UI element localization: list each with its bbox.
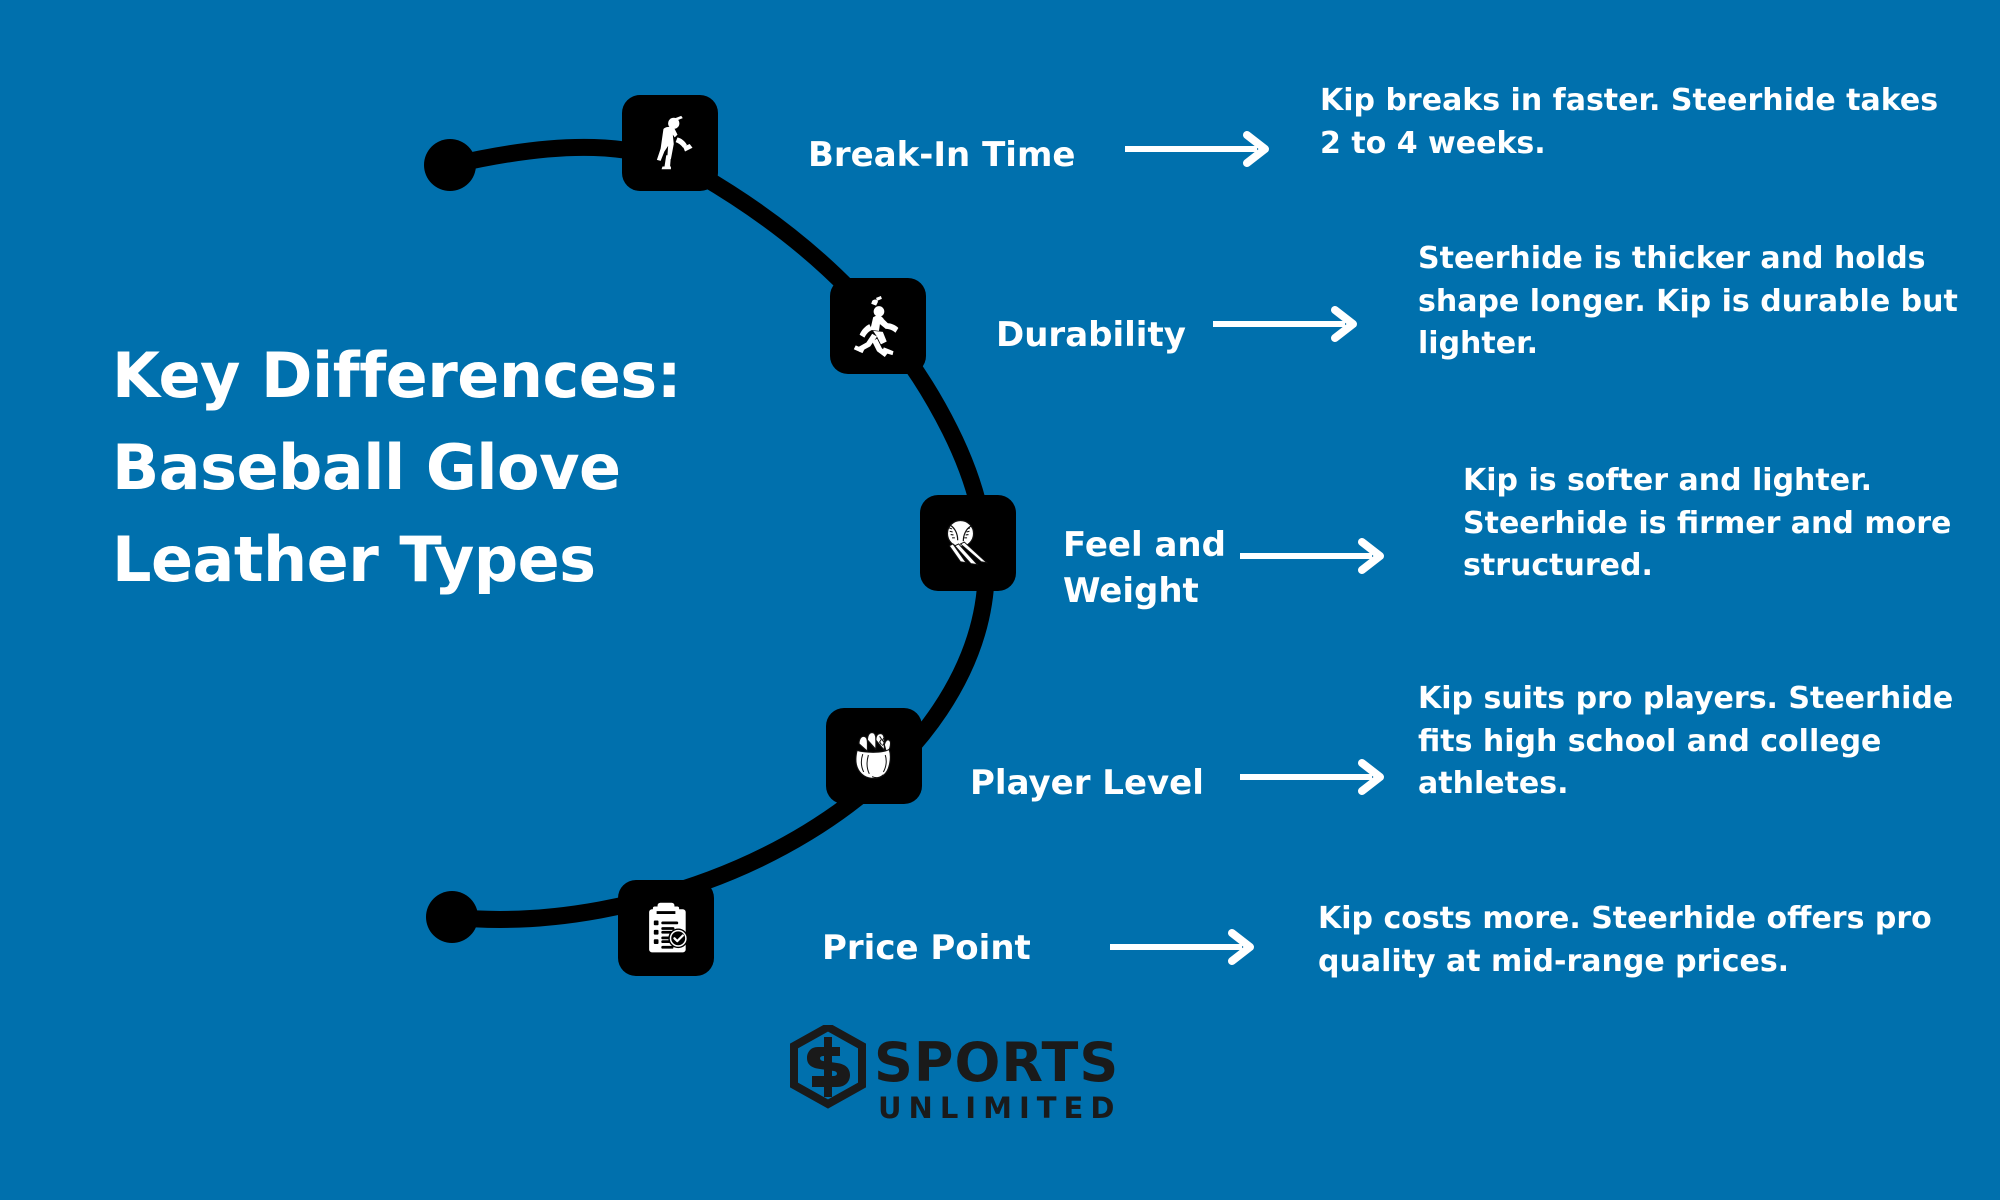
arrow-right-icon — [1240, 537, 1395, 581]
clipboard-check-icon — [618, 880, 714, 976]
row-desc-feel-and-weight: Kip is softer and lighter. Steerhide is … — [1463, 463, 1952, 584]
flying-baseball-icon — [920, 495, 1016, 591]
title-line-1: Key Differences: — [112, 339, 681, 412]
row-label-price-point: Price Point — [822, 928, 1031, 968]
baseball-batter-icon — [622, 95, 718, 191]
row-label-break-in-time: Break-In Time — [808, 135, 1076, 175]
row-desc-durability: Steerhide is thicker and holds shape lon… — [1418, 241, 1958, 362]
arrow-right-icon — [1240, 758, 1395, 802]
logo-primary-text: SPORTS — [874, 1031, 1119, 1094]
row-label-durability: Durability — [996, 315, 1186, 355]
row-label-feel-and-weight: Feel and Weight — [1063, 525, 1226, 612]
arrow-right-icon — [1110, 928, 1265, 972]
baseball-pitcher-icon — [830, 278, 926, 374]
arrow-right-icon — [1213, 305, 1368, 349]
row-desc-price-point: Kip costs more. Steerhide offers pro qua… — [1318, 901, 1932, 979]
row-label-player-level: Player Level — [970, 763, 1204, 803]
title-line-2: Baseball Glove — [112, 430, 621, 504]
logo-secondary-text: UNLIMITED — [878, 1091, 1121, 1125]
title-line-3: Leather Types — [112, 522, 596, 596]
row-desc-player-level: Kip suits pro players. Steerhide fits hi… — [1418, 681, 1954, 802]
baseball-glove-icon — [826, 708, 922, 804]
row-desc-break-in-time: Kip breaks in faster. Steerhide takes 2 … — [1320, 83, 1939, 161]
page-title: Key Differences: Baseball Glove Leather … — [112, 330, 732, 605]
arrow-right-icon — [1125, 130, 1280, 174]
hexagon-s-icon — [790, 1022, 866, 1109]
sports-unlimited-logo: SPORTS UNLIMITED — [790, 1022, 1150, 1135]
